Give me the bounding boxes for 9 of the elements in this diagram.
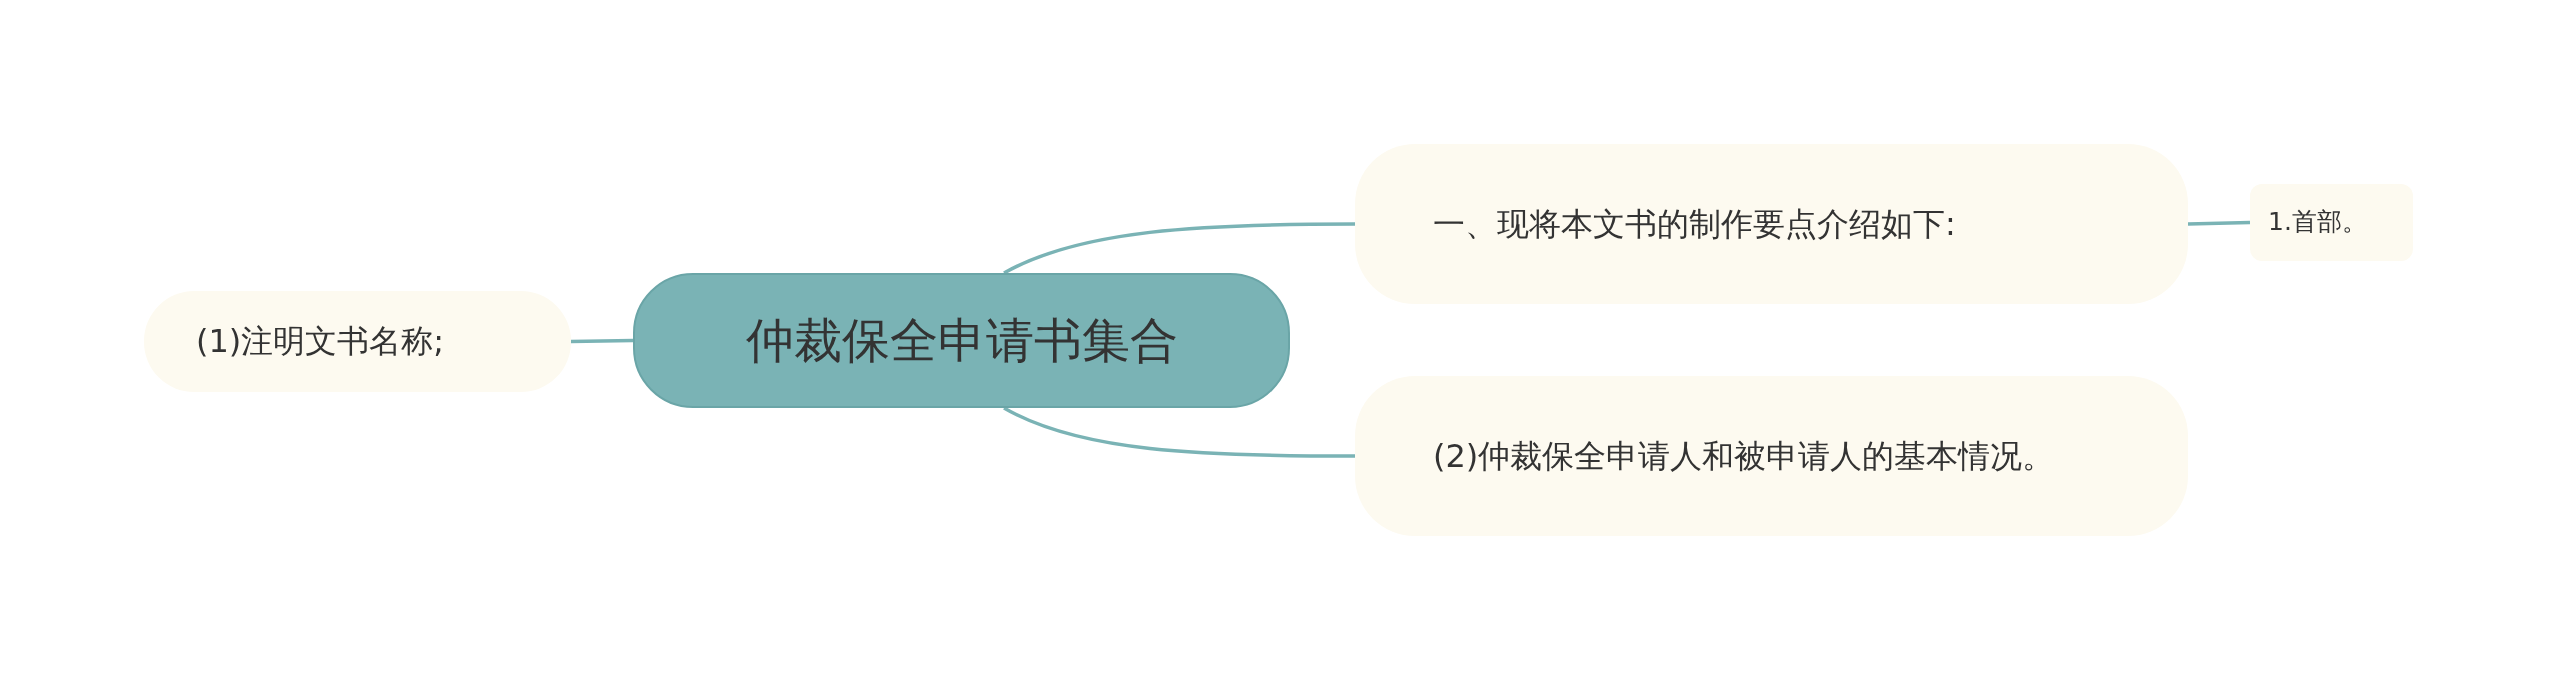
connector-line: [1003, 406, 1355, 458]
subtopic-box: 1.首部。: [2250, 184, 2413, 261]
topic-box: (1)注明文书名称;: [144, 291, 571, 392]
central-topic-box: 仲裁保全申请书集合: [633, 273, 1290, 408]
topic-box: 一、现将本文书的制作要点介绍如下:: [1355, 144, 2188, 304]
topic-box: (2)仲裁保全申请人和被申请人的基本情况。: [1355, 376, 2188, 536]
connector-line: [1003, 222, 1355, 275]
connector-line: [570, 338, 634, 344]
connector-line: [2187, 220, 2251, 226]
